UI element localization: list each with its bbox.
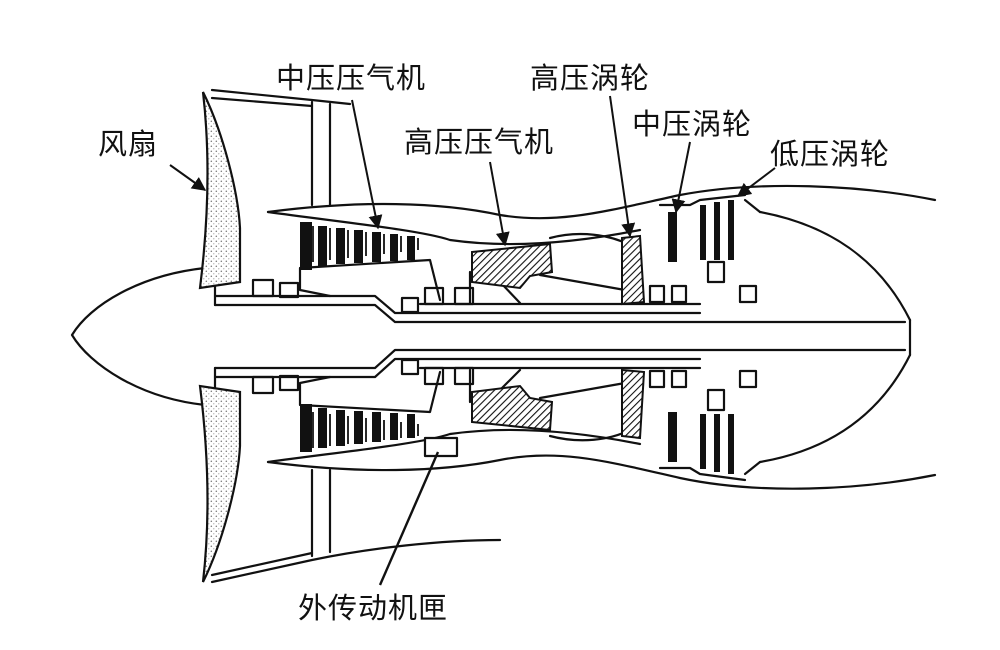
hp-compressor-top [471, 242, 554, 290]
exhaust-top [758, 210, 912, 322]
leader-gearbox [378, 451, 440, 586]
ip-compressor-vanes-top [312, 226, 419, 262]
leader-fan [169, 164, 207, 191]
lp-turbine-top [700, 200, 734, 260]
hp-turbine-top [621, 234, 646, 306]
bearing-9-top [738, 284, 758, 304]
exhaust-lower-line [743, 460, 762, 476]
fan-blade-top [198, 91, 242, 290]
fan-cowl-top-inner [210, 96, 314, 108]
bearing-8-top [706, 260, 726, 284]
bearing-6-top [648, 284, 666, 304]
bearing-5-top [453, 286, 475, 306]
core-splitter-top [266, 184, 937, 220]
bearing-9-bottom [738, 369, 758, 389]
bearing-6-bottom [648, 369, 666, 389]
bearing-4-bottom [423, 366, 445, 386]
bearing-7-bottom [670, 369, 688, 389]
fan-cowl-top [210, 88, 352, 106]
leader-ip-compressor [351, 99, 383, 230]
leader-hp-turbine [609, 95, 636, 238]
label-gearbox: 外传动机匣 [298, 591, 449, 625]
bearing-1-top [251, 278, 275, 298]
bearing-2-bottom [278, 374, 300, 392]
bearing-4-top [423, 286, 445, 306]
label-ip-compressor: 中压压气机 [276, 61, 427, 95]
label-ip-turbine: 中压涡轮 [632, 107, 753, 141]
ip-turbine-bottom [668, 412, 677, 462]
label-hp-turbine: 高压涡轮 [530, 61, 651, 95]
label-fan: 风扇 [98, 127, 159, 161]
leader-ip-turbine [671, 141, 691, 214]
bearing-5-bottom [453, 366, 475, 386]
fan-blade-bottom [198, 384, 242, 583]
bearing-3-bottom [400, 358, 420, 376]
ip-drum-bottom [298, 370, 442, 414]
label-lp-turbine: 低压涡轮 [770, 137, 891, 171]
core-splitter-bottom [266, 454, 937, 490]
bearing-2-top [278, 281, 300, 299]
shaft-bottom-outer [213, 348, 907, 370]
bearing-7-top [670, 284, 688, 304]
exhaust-bottom [758, 353, 912, 464]
core-splitter-bottom-inner [266, 428, 642, 464]
bearing-8-bottom [706, 388, 726, 412]
ip-compressor-blades-bottom [300, 404, 415, 452]
fan-cowl-bottom-inner [210, 551, 314, 577]
leader-hp-compressor [489, 161, 510, 247]
ip-compressor-vanes-bottom [312, 412, 419, 448]
label-hp-compressor: 高压压气机 [404, 125, 555, 159]
bearing-3-top [400, 296, 420, 314]
turbine-casing-bottom [658, 466, 747, 482]
leader-lp-turbine [736, 167, 776, 197]
nose-cone [70, 266, 207, 407]
shaft-top-outer [213, 303, 907, 324]
ip-compressor-blades-top [300, 222, 415, 270]
fan-cowl-bottom [210, 538, 502, 584]
core-splitter-top-inner [266, 210, 642, 246]
lp-turbine-bottom [700, 414, 734, 474]
ip-turbine-top [668, 212, 677, 262]
hp-strut-bottom [468, 368, 522, 404]
ip-drum-top [298, 258, 442, 302]
bearing-1-bottom [251, 375, 275, 395]
exhaust-upper-line [743, 198, 762, 214]
hp-compressor-bottom [471, 384, 554, 432]
gearbox-box [423, 436, 459, 458]
hp-turbine-bottom [621, 368, 646, 440]
